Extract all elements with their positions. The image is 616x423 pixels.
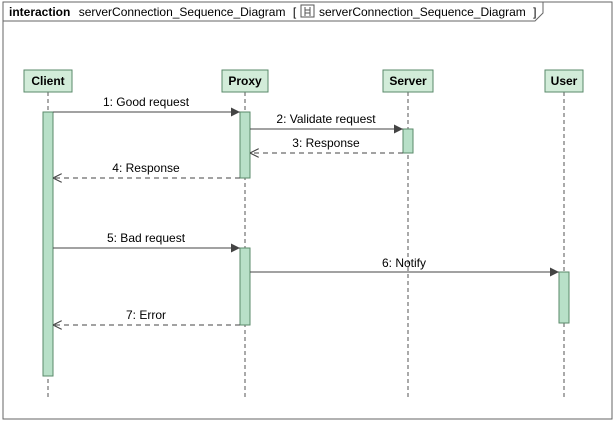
lifeline-server[interactable]: Server bbox=[382, 69, 434, 93]
activation-client[interactable] bbox=[42, 111, 54, 377]
message-1[interactable]: 1: Good request bbox=[53, 95, 240, 117]
activation-proxy-1[interactable] bbox=[239, 111, 251, 179]
frame-name: serverConnection_Sequence_Diagram bbox=[79, 5, 286, 19]
lifeline-label-server: Server bbox=[389, 74, 427, 88]
frame-title-tab bbox=[2, 1, 544, 22]
message-3[interactable]: 3: Response bbox=[250, 136, 403, 153]
lifeline-label-client: Client bbox=[31, 74, 64, 88]
frame-ref-name: serverConnection_Sequence_Diagram bbox=[319, 5, 526, 19]
activation-proxy-2[interactable] bbox=[239, 247, 251, 326]
frame-ref-open: [ bbox=[293, 5, 297, 19]
svg-text:interaction serverConnecti: interaction serverConnection_Sequence_Di… bbox=[9, 5, 297, 19]
frame-ref-close: ] bbox=[533, 5, 536, 19]
message-label-5: 5: Bad request bbox=[107, 231, 186, 245]
message-5[interactable]: 5: Bad request bbox=[53, 231, 240, 253]
lifeline-user[interactable]: User bbox=[544, 69, 584, 93]
message-label-7: 7: Error bbox=[126, 308, 166, 322]
message-6[interactable]: 6: Notify bbox=[250, 256, 559, 277]
sequence-diagram-icon bbox=[300, 4, 315, 18]
lifeline-proxy[interactable]: Proxy bbox=[221, 69, 269, 93]
lifeline-client[interactable]: Client bbox=[23, 69, 73, 93]
message-label-4: 4: Response bbox=[112, 161, 180, 175]
message-label-3: 3: Response bbox=[292, 136, 360, 150]
message-label-6: 6: Notify bbox=[382, 256, 426, 270]
activation-user[interactable] bbox=[558, 271, 570, 324]
lifeline-label-proxy: Proxy bbox=[228, 74, 262, 88]
message-4[interactable]: 4: Response bbox=[53, 161, 240, 178]
message-7[interactable]: 7: Error bbox=[53, 308, 240, 325]
lifeline-label-user: User bbox=[551, 74, 578, 88]
message-label-1: 1: Good request bbox=[103, 95, 190, 109]
message-2[interactable]: 2: Validate request bbox=[250, 112, 403, 134]
frame-keyword: interaction bbox=[9, 5, 70, 19]
message-label-2: 2: Validate request bbox=[276, 112, 376, 126]
activation-server[interactable] bbox=[402, 128, 414, 154]
svg-text:serverConnection_Sequence_Diag: serverConnection_Sequence_Diagram ] bbox=[319, 5, 536, 19]
